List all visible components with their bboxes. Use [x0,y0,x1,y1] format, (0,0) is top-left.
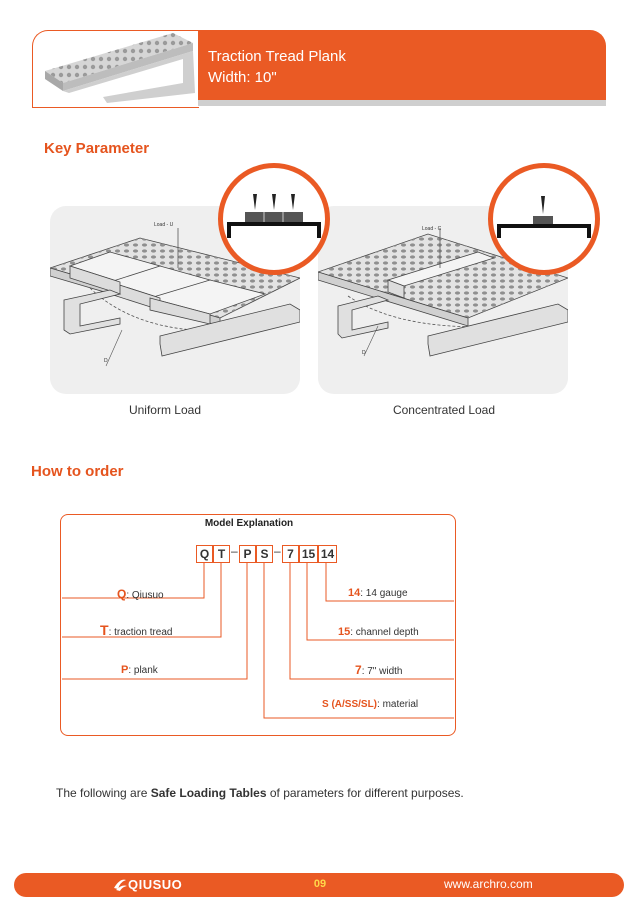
order-item-15: 15: channel depth [338,626,419,638]
order-item-14: 14: 14 gauge [348,587,408,599]
footer-logo: QIUSUO [128,877,183,892]
order-item-p: P: plank [121,664,158,676]
concentrated-load-diagram [316,228,570,357]
d-label-uniform: D [104,358,108,364]
title-line-2: Width: 10" [208,69,277,86]
key-parameter-heading: Key Parameter [44,140,150,157]
code-cell-14: 14 [318,545,337,563]
model-explanation-box [60,514,456,736]
uniform-load-caption: Uniform Load [128,403,202,417]
code-cell-15: 15 [299,545,318,563]
code-cell-q: Q [196,545,213,563]
header-image-frame [32,30,199,108]
uniform-load-detail-circle [218,163,330,275]
load-c-label: Load - C [422,226,442,232]
safe-loading-note: The following are Safe Loading Tables of… [56,786,464,800]
code-cell-s: S [256,545,273,563]
concentrated-load-caption: Concentrated Load [392,403,496,417]
code-dash-1: – [231,544,238,558]
code-cell-7: 7 [282,545,299,563]
uniform-load-section-icon [227,194,321,238]
title-line-1: Traction Tread Plank [208,48,346,65]
order-item-7: 7: 7" width [355,663,403,677]
page-title: Traction Tread Plank Width: 10" [208,46,346,88]
plank-illustration [45,33,195,103]
code-dash-2: – [274,544,281,558]
concentrated-load-detail-circle [488,163,600,275]
uniform-load-diagram [48,228,302,367]
page-number: 09 [313,878,327,890]
concentrated-load-section-icon [497,196,591,238]
model-explanation-title: Model Explanation [204,518,294,529]
footer-bar [14,873,624,897]
header-stripe [198,100,606,106]
order-item-q: Q: Qiusuo [117,587,164,601]
qiusuo-logo-icon [114,879,127,891]
header-bar [198,30,606,102]
website-link[interactable]: www.archro.com [444,877,533,891]
d-label-concentrated: D [362,350,366,356]
load-u-label: Load - U [154,222,174,228]
uniform-load-panel: Load - U D [48,206,302,394]
order-item-s: S (A/SS/SL): material [322,699,419,710]
how-to-order-heading: How to order [31,463,124,480]
order-item-t: T: traction tread [100,622,173,638]
